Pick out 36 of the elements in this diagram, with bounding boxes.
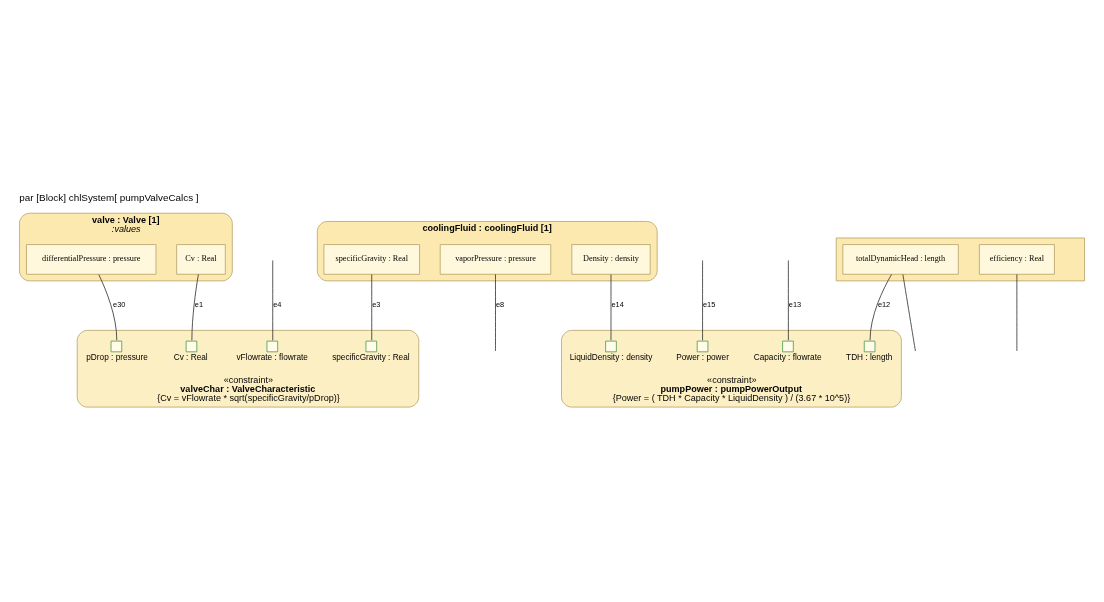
connector [787,259,789,341]
edge-label: e14 [611,299,624,309]
edge-label: e13 [788,299,802,309]
edge-label: e8 [495,299,505,309]
node-label: Cv : Real [173,352,208,362]
connector [98,273,118,341]
node-box: specificGravity : Real [323,243,420,275]
connector [902,273,916,351]
node-box: efficiency : Real [978,243,1055,275]
edge-label: e1 [194,299,204,309]
connector [1016,273,1018,351]
node-box: totalDynamicHead : length [842,243,959,275]
node-label: Power : power [676,352,729,362]
node-label: Capacity : flowrate [753,352,822,362]
connector [869,273,892,341]
cluster [835,237,1085,281]
node-label: LiquidDensity : density [569,352,653,362]
connector [191,273,199,341]
connector [702,259,703,341]
node-label: vFlowrate : flowrate [236,352,308,362]
node-label: pDrop : pressure [86,352,148,362]
node-box: differentialPressure : pressure [26,243,157,275]
node-label: specificGravity : Real [332,352,410,362]
connector [495,273,496,351]
edge-label: e3 [372,299,381,309]
edge-label: e15 [702,299,716,309]
diagram-title: par [Block] chlSystem[ pumpValveCalcs ] [19,191,199,203]
node-label: TDH : length [846,352,893,362]
edge-label: e4 [273,299,282,309]
node-box: Density : density [571,243,651,275]
edge-label: e12 [877,299,891,309]
node-box: vaporPressure : pressure [439,243,552,275]
node-box: Cv : Real [176,243,226,275]
connector [272,259,274,341]
connector [371,273,373,341]
edge-label: e30 [113,299,126,309]
